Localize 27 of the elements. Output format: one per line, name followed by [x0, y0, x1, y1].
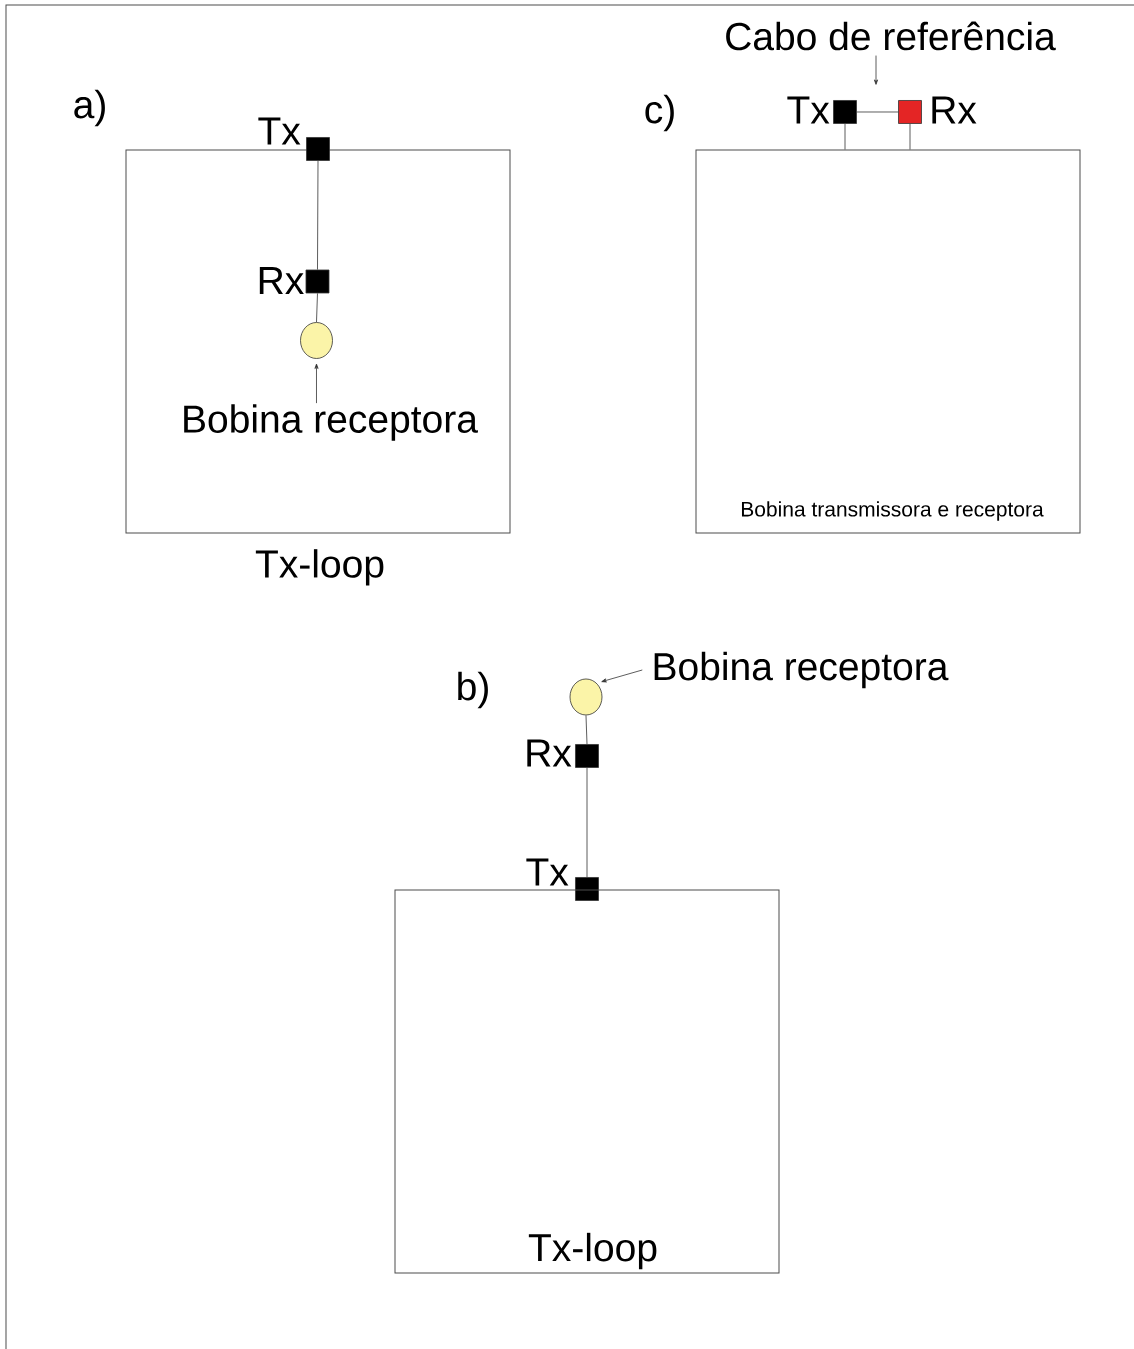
loop-label: Bobina transmissora e receptora	[742, 501, 1044, 521]
coil-circle	[300, 322, 333, 359]
connector-line	[909, 123, 911, 150]
leader-arrow	[874, 55, 878, 85]
loop-label: Tx-loop	[528, 1232, 657, 1270]
loop-label: Tx-loop	[255, 549, 384, 586]
panel-label: c)	[645, 94, 674, 132]
arrow	[314, 363, 319, 404]
callout-text: Cabo de referência	[726, 21, 1056, 51]
callout-text: Bobina receptora	[184, 404, 478, 441]
sensor-label: Rx	[259, 267, 304, 294]
sensor-label: Rx	[932, 96, 977, 124]
panel-label: b)	[458, 671, 488, 709]
connector-line	[856, 111, 899, 113]
sensor-label: Tx	[258, 117, 301, 145]
connector-line	[586, 767, 588, 878]
arrow	[601, 669, 643, 683]
connector-line	[316, 293, 318, 323]
connector-line	[585, 715, 588, 745]
connector-line	[844, 123, 846, 150]
callout-text: Bobina receptora	[654, 651, 949, 689]
sensor-label: Rx	[527, 739, 572, 767]
sensor-label: Tx	[526, 858, 569, 886]
coil-circle	[569, 678, 603, 716]
sensor-label: Tx	[787, 96, 830, 124]
panel-label: a)	[74, 89, 105, 127]
connector-line	[317, 160, 319, 270]
